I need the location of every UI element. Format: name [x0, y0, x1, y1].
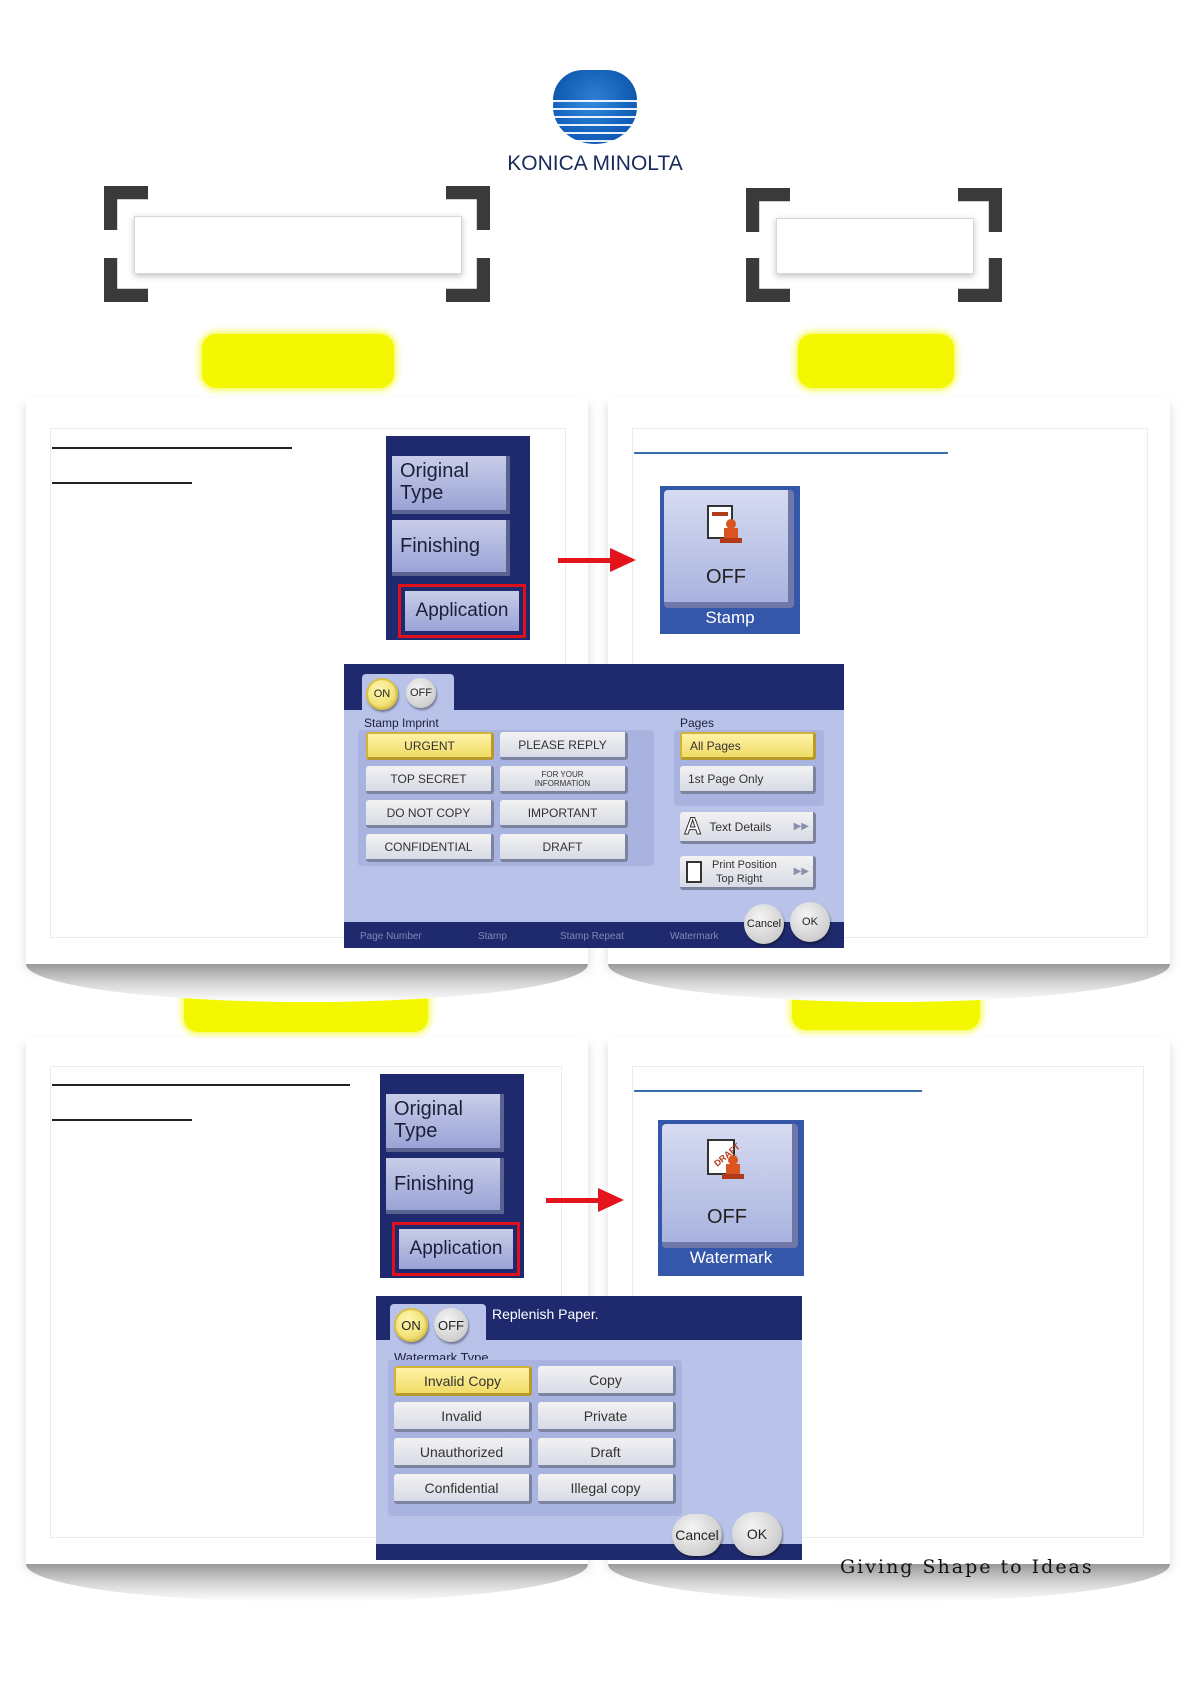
application-button-highlight: Application — [392, 1222, 520, 1276]
stamp-on-button[interactable]: ON — [366, 678, 398, 710]
bottom-tab[interactable]: Page Number — [360, 931, 422, 942]
text-rule — [52, 447, 292, 449]
stamp-settings-screen: ON OFF Stamp Imprint URGENT PLEASE REPLY… — [344, 664, 844, 948]
print-position-label: Print Position — [712, 858, 777, 871]
arrow-head-icon — [610, 548, 636, 572]
stamp-option[interactable]: DRAFT — [500, 834, 628, 862]
stamp-option[interactable]: TOP SECRET — [366, 766, 494, 794]
stamp-off-button[interactable]: OFF — [406, 678, 436, 708]
arrow-line — [546, 1198, 602, 1203]
text-details-label: Text Details — [709, 819, 772, 834]
watermark-option[interactable]: Draft — [538, 1438, 676, 1468]
watermark-state-label: OFF — [707, 1206, 747, 1228]
application-button[interactable]: Application — [405, 591, 519, 631]
watermark-caption: Watermark — [689, 1248, 773, 1267]
stamp-option[interactable]: IMPORTANT — [500, 800, 628, 828]
bottom-tab[interactable]: Watermark — [670, 931, 719, 942]
double-chevron-icon: ▶▶ — [793, 821, 809, 832]
bottom-tab[interactable]: Stamp — [478, 931, 507, 942]
stamp-caption: Stamp — [705, 608, 755, 627]
pages-option[interactable]: All Pages — [680, 732, 816, 760]
original-type-button[interactable]: Original Type — [392, 456, 510, 514]
page-curl-shadow — [608, 964, 1170, 1002]
text-details-button[interactable]: A Text Details ▶▶ — [680, 812, 816, 844]
watermark-cancel-button[interactable]: Cancel — [672, 1514, 722, 1556]
text-a-icon: A — [683, 812, 702, 840]
title-frame-right — [746, 188, 1002, 302]
watermark-draft-icon: DRAFT — [706, 1138, 746, 1182]
watermark-settings-screen: Replenish Paper. ON OFF Watermark Type I… — [376, 1296, 802, 1560]
watermark-on-button[interactable]: ON — [394, 1308, 428, 1342]
stamp-option[interactable]: PLEASE REPLY — [500, 732, 628, 760]
pages-label: Pages — [680, 716, 715, 730]
watermark-button[interactable]: DRAFT OFF — [662, 1124, 798, 1248]
stamp-button[interactable]: OFF — [664, 490, 794, 608]
stamp-option[interactable]: CONFIDENTIAL — [366, 834, 494, 862]
stamp-cancel-button[interactable]: Cancel — [744, 904, 784, 944]
watermark-option[interactable]: Private — [538, 1402, 676, 1432]
konica-minolta-globe-logo — [553, 70, 637, 144]
watermark-option[interactable]: Invalid — [394, 1402, 532, 1432]
text-rule — [52, 482, 192, 484]
watermark-off-button[interactable]: OFF — [434, 1308, 468, 1342]
stamp-option[interactable]: DO NOT COPY — [366, 800, 494, 828]
watermark-option[interactable]: Confidential — [394, 1474, 532, 1504]
application-button[interactable]: Application — [399, 1229, 513, 1269]
application-button-highlight: Application — [398, 584, 526, 638]
print-position-button[interactable]: Print Position Top Right ▶▶ — [680, 856, 816, 890]
finishing-button[interactable]: Finishing — [392, 520, 510, 576]
text-rule — [52, 1084, 350, 1086]
watermark-option[interactable]: Invalid Copy — [394, 1366, 532, 1396]
bottom-tab[interactable]: Stamp Repeat — [560, 931, 624, 942]
page-curl-shadow — [26, 1564, 588, 1602]
text-rule — [52, 1119, 192, 1121]
stamp-icon — [706, 504, 742, 543]
replenish-paper-message: Replenish Paper. — [492, 1306, 599, 1322]
arrow-head-icon — [598, 1188, 624, 1212]
function-menu-panel: Original Type Finishing Application — [380, 1074, 524, 1278]
pages-option[interactable]: 1st Page Only — [680, 766, 816, 794]
stamp-state-label: OFF — [706, 566, 746, 588]
highlight-marker — [202, 334, 394, 388]
text-rule — [634, 452, 948, 454]
watermark-option[interactable]: Unauthorized — [394, 1438, 532, 1468]
watermark-function-tile: DRAFT OFF Watermark — [658, 1120, 804, 1276]
function-menu-panel: Original Type Finishing Application — [386, 436, 530, 640]
text-rule — [634, 1090, 922, 1092]
stamp-ok-button[interactable]: OK — [790, 902, 830, 942]
double-chevron-icon: ▶▶ — [793, 866, 809, 877]
stamp-option[interactable]: URGENT — [366, 732, 494, 760]
page-curl-shadow — [26, 964, 588, 1002]
highlight-marker — [798, 334, 954, 388]
stamp-option[interactable]: FOR YOUR INFORMATION — [500, 766, 628, 794]
stamp-imprint-label: Stamp Imprint — [364, 716, 439, 730]
stamp-function-tile: OFF Stamp — [660, 486, 800, 634]
watermark-ok-button[interactable]: OK — [732, 1512, 782, 1556]
arrow-line — [558, 558, 614, 563]
watermark-option[interactable]: Copy — [538, 1366, 676, 1396]
page-outline-icon — [686, 860, 702, 883]
brand-logo-text: KONICA MINOLTA — [507, 152, 683, 175]
title-frame-left — [104, 186, 490, 302]
print-position-value: Top Right — [716, 872, 763, 885]
original-type-button[interactable]: Original Type — [386, 1094, 504, 1152]
tagline: Giving Shape to Ideas — [840, 1556, 1094, 1578]
finishing-button[interactable]: Finishing — [386, 1158, 504, 1214]
watermark-option[interactable]: Illegal copy — [538, 1474, 676, 1504]
